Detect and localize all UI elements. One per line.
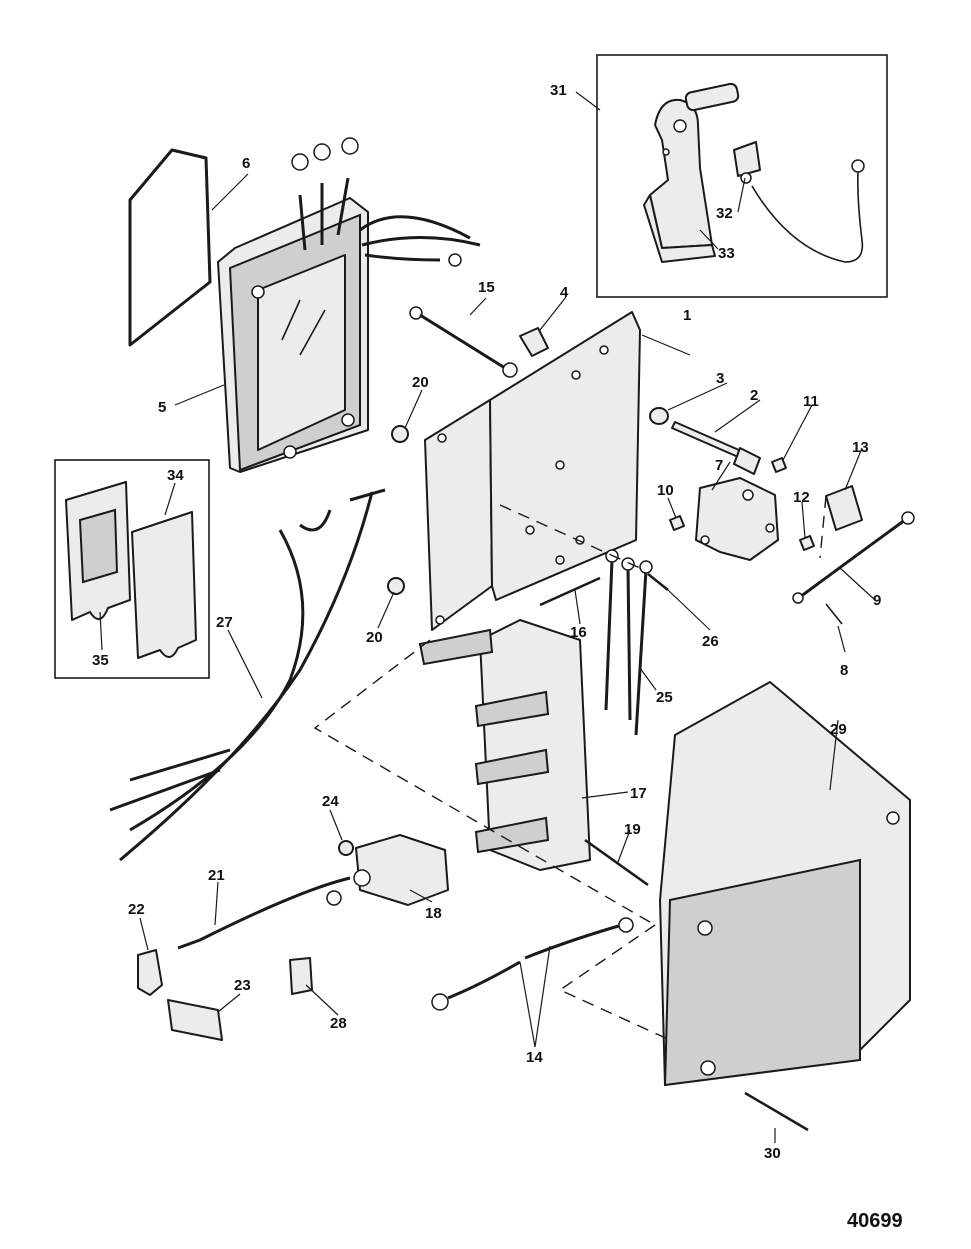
callout-22: 22 <box>128 901 145 918</box>
callout-2: 2 <box>750 387 758 404</box>
screw-8 <box>825 603 843 625</box>
callout-24: 24 <box>322 793 339 810</box>
callout-20-lower: 20 <box>366 629 383 646</box>
nut-20-upper <box>391 425 409 443</box>
callout-32: 32 <box>716 205 733 222</box>
callout-4: 4 <box>560 284 569 301</box>
callout-labels: 1 2 3 4 5 6 7 8 9 10 11 12 13 14 15 16 1… <box>92 82 881 1162</box>
callout-16: 16 <box>570 624 587 641</box>
callout-26: 26 <box>702 633 719 650</box>
callout-34: 34 <box>167 467 184 484</box>
callout-20-upper: 20 <box>412 374 429 391</box>
bracket-17 <box>418 619 591 871</box>
alignment-line <box>499 504 641 569</box>
callout-1: 1 <box>683 307 691 324</box>
callout-28: 28 <box>330 1015 347 1032</box>
callout-3: 3 <box>716 370 724 387</box>
screw-30 <box>744 1091 809 1132</box>
alignment-line <box>313 639 656 926</box>
gasket-6 <box>128 148 212 347</box>
cover-29 <box>659 681 911 1087</box>
screw-26 <box>647 573 669 591</box>
callout-6: 6 <box>242 155 250 172</box>
nut-24 <box>338 840 354 856</box>
callout-18: 18 <box>425 905 442 922</box>
callout-31: 31 <box>550 82 567 99</box>
callout-9: 9 <box>873 592 881 609</box>
callout-14: 14 <box>526 1049 543 1066</box>
nut-11 <box>771 457 787 473</box>
callout-7: 7 <box>715 457 723 474</box>
callout-15: 15 <box>478 279 495 296</box>
callout-33: 33 <box>718 245 735 262</box>
lead-21 <box>177 876 351 950</box>
plug-23 <box>167 999 223 1041</box>
nut-12 <box>799 535 815 551</box>
screw-19 <box>584 838 649 887</box>
cables-25 <box>604 549 653 736</box>
callout-13: 13 <box>852 439 869 456</box>
inset-lever-assembly <box>596 54 888 298</box>
boot-22 <box>137 949 163 996</box>
cables-14 <box>431 917 634 1011</box>
inset-gaskets <box>54 459 210 679</box>
screw-16 <box>539 576 601 607</box>
nut-10 <box>669 515 685 531</box>
switch-box-5 <box>217 137 481 473</box>
nut-20-lower <box>387 577 405 595</box>
callout-19: 19 <box>624 821 641 838</box>
callout-25: 25 <box>656 689 673 706</box>
clip-28 <box>289 957 313 995</box>
callout-10: 10 <box>657 482 674 499</box>
callout-17: 17 <box>630 785 647 802</box>
callout-21: 21 <box>208 867 225 884</box>
ground-wire-15 <box>409 306 518 378</box>
callout-29: 29 <box>830 721 847 738</box>
callout-27: 27 <box>216 614 233 631</box>
callout-30: 30 <box>764 1145 781 1162</box>
harness-27 <box>109 488 386 862</box>
washer-3 <box>649 407 669 425</box>
callout-8: 8 <box>840 662 848 679</box>
spacer-4 <box>519 327 549 357</box>
rectifier-18 <box>353 834 449 906</box>
mounting-plate-1 <box>424 311 641 631</box>
leader-lines <box>99 91 876 1143</box>
callout-11: 11 <box>803 393 819 410</box>
callout-12: 12 <box>793 489 810 506</box>
switch-13 <box>819 485 863 559</box>
solenoid-7 <box>695 477 779 561</box>
callout-35: 35 <box>92 652 109 669</box>
callout-5: 5 <box>158 399 166 416</box>
cable-9 <box>792 511 915 604</box>
callout-23: 23 <box>234 977 251 994</box>
alignment-line <box>558 924 671 1041</box>
figure-number: 40699 <box>847 1210 903 1232</box>
